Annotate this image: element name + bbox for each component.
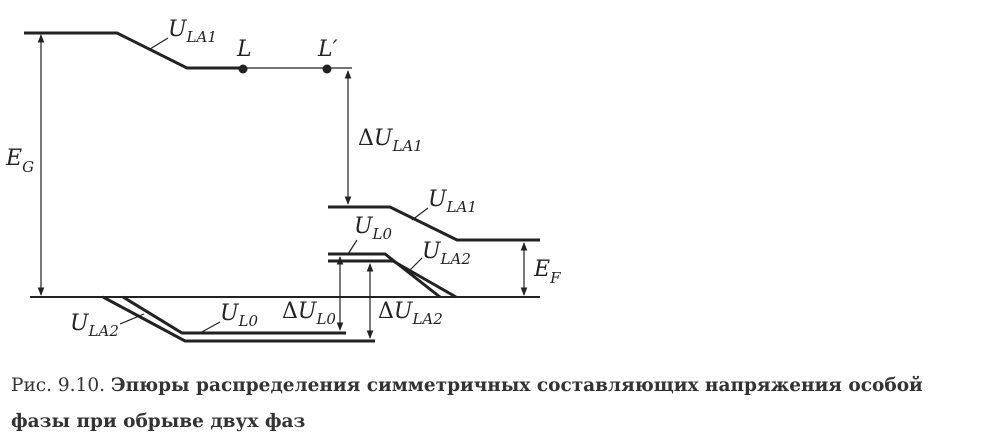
label-u-la2-lower: ULA2 — [70, 311, 119, 340]
figure-caption: Рис. 9.10. Эпюры распределения симметрич… — [11, 368, 986, 440]
label-u-la1-top: ULA1 — [168, 17, 217, 46]
point-l-prime-dot — [322, 64, 332, 74]
label-delta-u-l0: ΔUL0 — [282, 299, 336, 328]
voltage-diagram: EG ULA1 L L′ ΔULA1 ULA1 UL0 ULA2 EF ULA2… — [5, 17, 561, 343]
leader-u-la1-right — [411, 207, 429, 221]
u-la2-upper-profile — [328, 259, 457, 299]
u-la1-right-profile — [328, 205, 540, 242]
leader-u-la1-top — [149, 37, 169, 50]
label-e-f: EF — [533, 257, 561, 287]
label-delta-u-la2: ΔULA2 — [378, 299, 443, 328]
leader-u-la2-lower — [119, 313, 145, 325]
point-l-dot — [238, 64, 248, 74]
label-e-g: EG — [5, 146, 34, 176]
label-u-l0-upper: UL0 — [354, 214, 393, 243]
label-delta-u-la1: ΔULA1 — [358, 126, 423, 155]
u-l0-lower-profile — [122, 295, 346, 335]
leader-u-l0-lower — [199, 321, 221, 334]
label-u-l0-lower: UL0 — [220, 301, 259, 330]
u-la1-top-profile — [24, 31, 245, 70]
label-point-l: L — [236, 37, 252, 62]
u-l0-upper-profile — [328, 252, 441, 299]
figure-title: Эпюры распределения симметричных составл… — [11, 375, 923, 432]
label-u-la1-right: ULA1 — [428, 187, 477, 216]
u-la2-lower-profile — [102, 295, 375, 343]
label-u-la2-upper: ULA2 — [422, 239, 471, 268]
leader-u-l0-upper — [347, 239, 358, 255]
figure-number: Рис. 9.10. — [11, 375, 105, 396]
label-point-l-prime: L′ — [317, 37, 338, 62]
leader-u-la2-upper — [407, 257, 423, 273]
